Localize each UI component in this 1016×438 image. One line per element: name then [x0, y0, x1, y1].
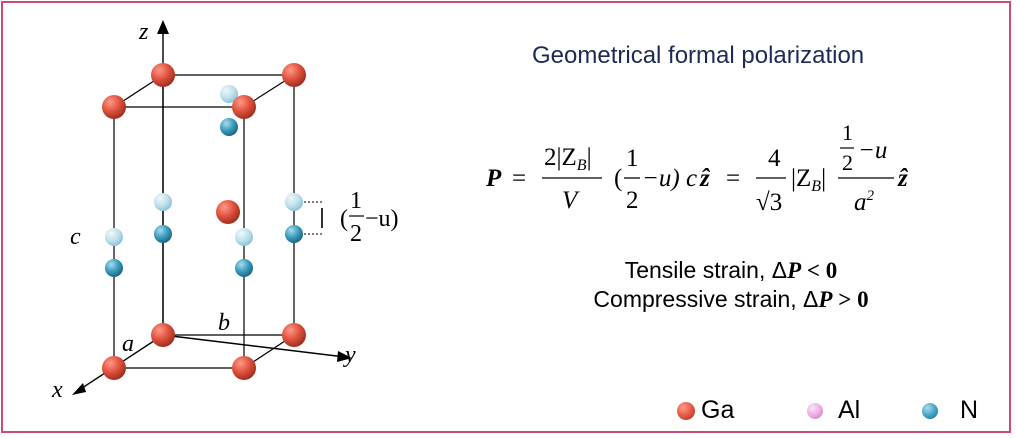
polarization-equation: P = 2|ZB| V ( 1 2 −u) c ẑ = 4 √3 |ZB| 1… [485, 120, 909, 216]
ga-atoms [102, 63, 306, 380]
svg-text:√3: √3 [756, 189, 782, 216]
legend-al-label: Al [838, 396, 861, 424]
svg-text:(: ( [614, 165, 622, 192]
ga-atom [216, 200, 240, 224]
lattice-a-label: a [122, 331, 134, 357]
ga-atom [102, 356, 126, 380]
svg-text:−u): −u) [365, 206, 399, 232]
legend-n-label: N [960, 396, 979, 424]
n-atom [220, 85, 238, 103]
wurtzite-structure-diagram: z x y c a b ( 1 2 −u) [51, 19, 399, 403]
n-atoms-light [105, 85, 303, 246]
n-atom [220, 118, 238, 136]
ga-atom [232, 95, 256, 119]
x-axis-label: x [51, 377, 63, 403]
legend-ga-label: Ga [701, 396, 735, 424]
legend-al-marker [807, 403, 823, 419]
ga-atom [232, 356, 256, 380]
tensile-strain-line: Tensile strain, ΔP < 0 [624, 257, 838, 283]
svg-text:V: V [562, 187, 580, 214]
svg-text:2: 2 [626, 187, 639, 214]
svg-text:ẑ: ẑ [897, 165, 909, 192]
svg-text:1: 1 [350, 188, 362, 214]
n-atom [105, 259, 123, 277]
svg-text:P: P [485, 165, 502, 192]
n-atom [235, 259, 253, 277]
n-atom [235, 228, 253, 246]
n-atoms [105, 118, 303, 277]
svg-text:1: 1 [842, 120, 853, 145]
ga-atom [151, 323, 175, 347]
svg-text:1: 1 [626, 145, 639, 172]
svg-text:4: 4 [768, 145, 781, 172]
z-arrowhead [157, 20, 169, 34]
svg-text:a2: a2 [854, 188, 875, 216]
svg-text:2: 2 [350, 221, 362, 247]
legend-ga-marker [677, 402, 695, 420]
x-arrowhead [72, 383, 86, 395]
svg-text:(: ( [340, 206, 348, 232]
offset-bracket [300, 201, 324, 235]
unit-cell-edges [113, 74, 295, 369]
strain-text: Tensile strain, ΔP < 0 Compressive strai… [486, 256, 976, 314]
offset-label: ( 1 2 −u) [340, 188, 399, 247]
svg-text:2: 2 [842, 150, 853, 175]
svg-text:=: = [726, 165, 740, 192]
n-atom [154, 193, 172, 211]
lattice-b-label: b [218, 310, 230, 336]
ga-atom [282, 323, 306, 347]
svg-text:=: = [512, 165, 526, 192]
compressive-strain-line: Compressive strain, ΔP > 0 [593, 286, 869, 312]
legend-n-marker [922, 403, 938, 419]
svg-text:c: c [686, 165, 697, 192]
n-atom [154, 225, 172, 243]
svg-text:ẑ: ẑ [699, 165, 711, 192]
n-atom [285, 225, 303, 243]
ga-atom [151, 63, 175, 87]
lattice-c-label: c [70, 224, 81, 250]
svg-text:−u): −u) [642, 165, 680, 192]
ga-atom [282, 63, 306, 87]
svg-text:2|ZB|: 2|ZB| [544, 144, 592, 174]
svg-text:−u: −u [858, 137, 887, 164]
y-arrowhead [337, 351, 352, 362]
n-atom [285, 193, 303, 211]
y-axis-label: y [343, 342, 356, 368]
svg-text:|ZB|: |ZB| [791, 165, 826, 195]
z-axis-label: z [138, 19, 149, 45]
figure-title: Geometrical formal polarization [532, 42, 865, 69]
n-atom [105, 228, 123, 246]
ga-atom [102, 95, 126, 119]
